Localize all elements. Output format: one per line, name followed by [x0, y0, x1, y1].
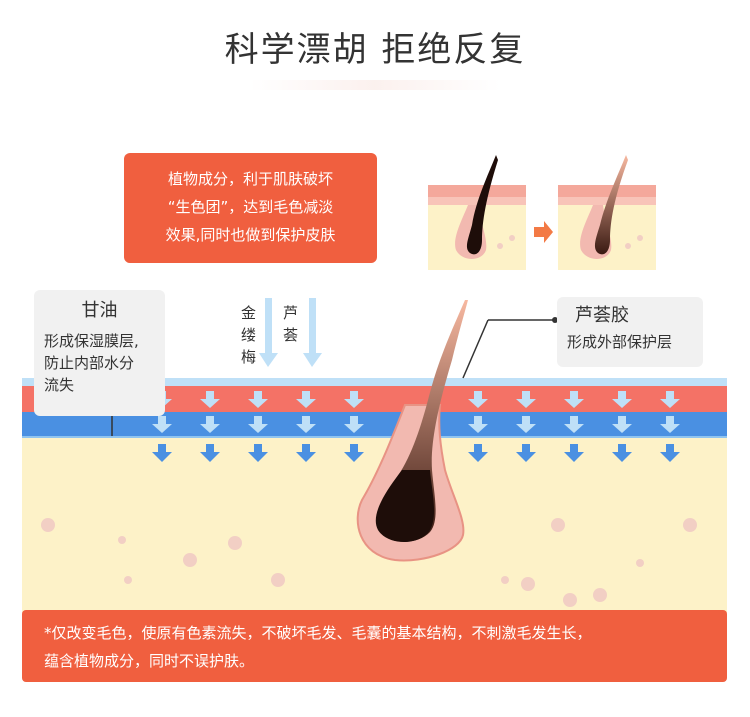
mechanism-note-line: 效果,同时也做到保护皮肤: [165, 226, 336, 244]
mechanism-note-line: 植物成分，利于肌肤破坏: [167, 170, 333, 188]
witch-hazel-char: 梅: [241, 348, 257, 366]
before-diagram: [428, 155, 526, 270]
aloe-desc: 形成外部保护层: [567, 333, 673, 351]
glycerin-desc-line: 防止内部水分: [44, 354, 135, 372]
aloe-vertical-label: 芦 荟: [283, 302, 301, 346]
hair-bulb: [375, 470, 435, 542]
disclaimer-line: 蕴含植物成分，同时不误护肤。: [44, 652, 255, 670]
glycerin-layer: [22, 412, 727, 438]
witch-hazel-char: 缕: [241, 326, 257, 344]
disclaimer-note: *仅改变毛色，使原有色素流失，不破坏毛发、毛囊的基本结构，不刺激毛发生长， 蕴含…: [22, 610, 727, 682]
after-diagram: [558, 155, 656, 270]
penetration-arrows-row3: [152, 444, 680, 462]
glycerin-name: 甘油: [81, 300, 118, 321]
aloe-vertical-char: 芦: [283, 304, 299, 322]
aloe-layer: [22, 378, 727, 386]
witch-hazel-char: 金: [241, 304, 257, 322]
mechanism-note: 植物成分，利于肌肤破坏 “生色团”，达到毛色减淡 效果,同时也做到保护皮肤: [124, 153, 377, 263]
title-decoration: [250, 80, 500, 90]
before-after-arrow: [534, 221, 553, 243]
aloe-connector: [462, 319, 489, 379]
glycerin-desc-line: 形成保湿膜层,: [44, 332, 139, 350]
mechanism-note-line: “生色团”，达到毛色减淡: [167, 198, 334, 216]
aloe-vertical-char: 荟: [283, 326, 299, 344]
page-title: 科学漂胡 拒绝反复: [224, 30, 526, 70]
dermis-dots: [41, 518, 697, 607]
herb-arrows: [259, 298, 322, 367]
aloe-callout: 芦荟胶 形成外部保护层: [557, 297, 703, 367]
witch-hazel-label: 金 缕 梅: [241, 302, 259, 368]
aloe-name: 芦荟胶: [575, 305, 629, 326]
glycerin-desc-line: 流失: [44, 376, 75, 394]
penetration-arrows-row2: [152, 416, 680, 433]
glycerin-callout: 甘油 形成保湿膜层, 防止内部水分 流失: [34, 290, 165, 416]
disclaimer-line: *仅改变毛色，使原有色素流失，不破坏毛发、毛囊的基本结构，不刺激毛发生长，: [44, 624, 592, 642]
